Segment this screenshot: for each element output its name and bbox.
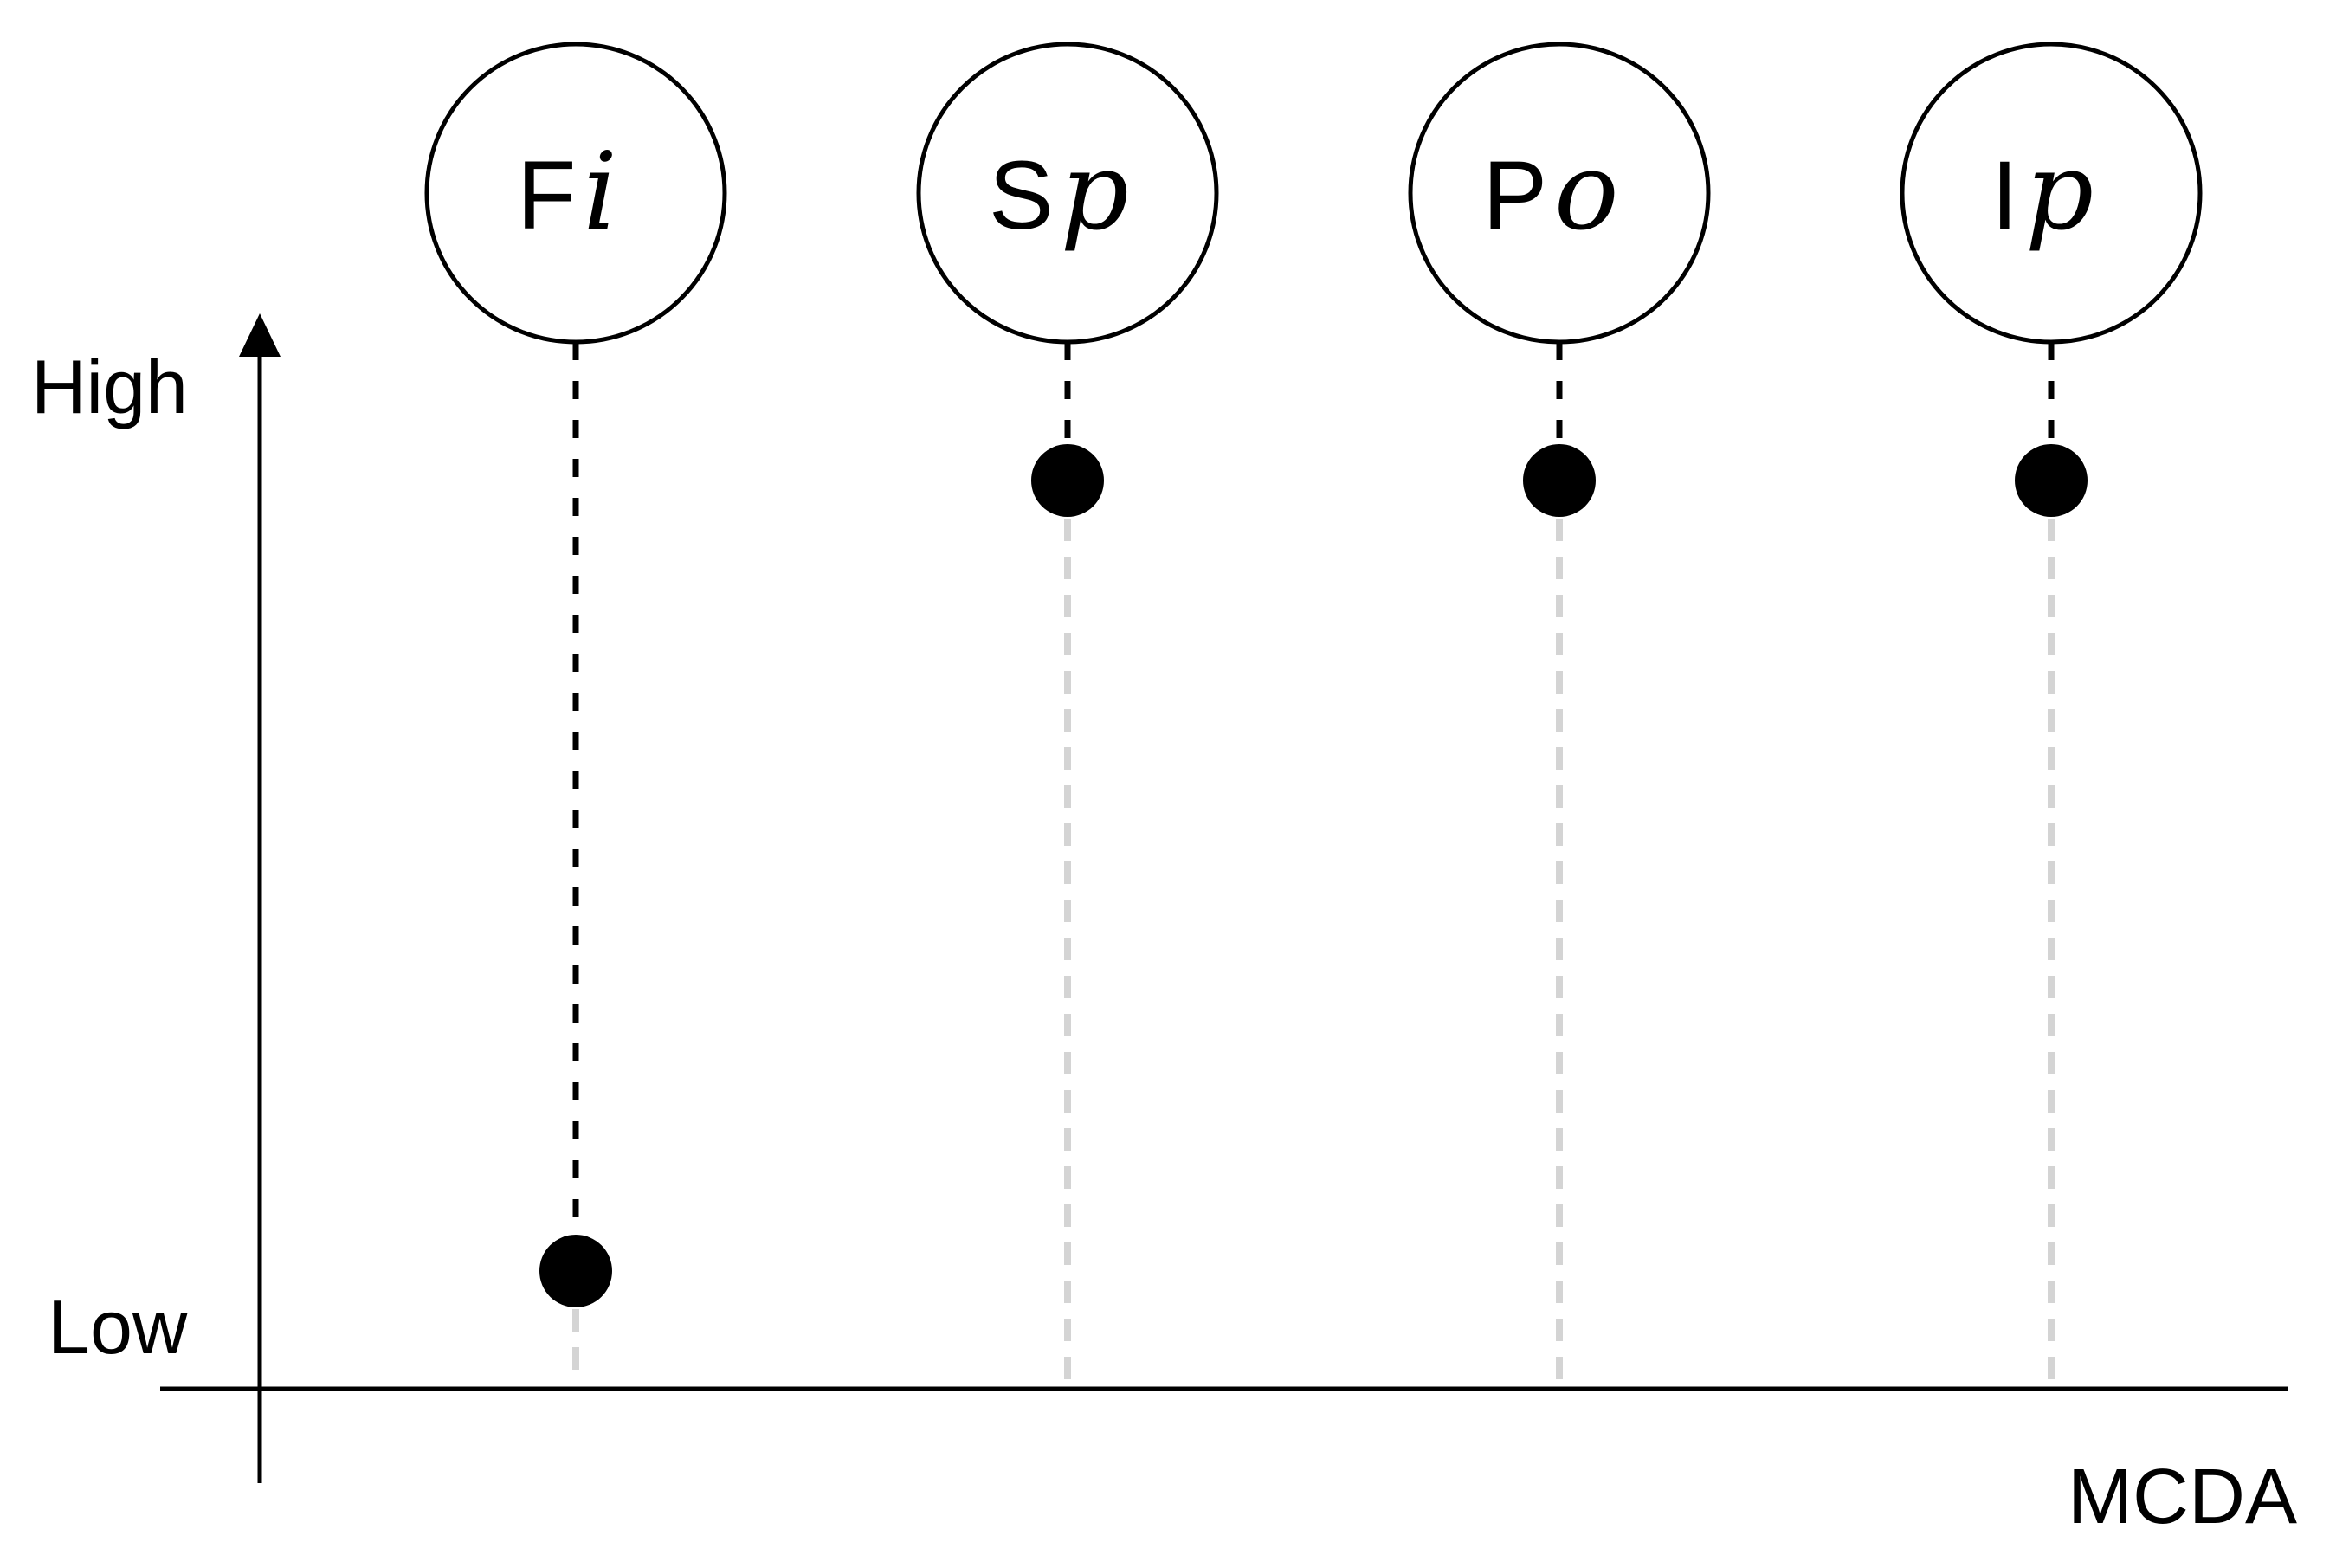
criterion-label-main: S (989, 141, 1054, 249)
x-axis-label: MCDA (2068, 1454, 2297, 1540)
value-dot (1523, 444, 1596, 517)
y-axis (239, 313, 281, 1483)
value-dot (1031, 444, 1104, 517)
y-axis-high-label: High (31, 344, 188, 429)
criterion-node-Po: Po (1408, 42, 1711, 1384)
criterion-node-Ip: Ip (1900, 42, 2203, 1384)
criterion-circle (916, 42, 1219, 345)
criterion-circle (1900, 42, 2203, 345)
criterion-label-main: F (517, 141, 576, 249)
criterion-circle (1408, 42, 1711, 345)
criterion-label-script: p (2025, 130, 2094, 255)
y-axis-low-label: Low (48, 1284, 188, 1370)
criterion-label: Fi (517, 130, 617, 255)
criterion-label: Sp (989, 130, 1129, 255)
criterion-label-main: P (1482, 141, 1547, 249)
criterion-label-script: i (583, 130, 617, 255)
criterion-label-script: o (1554, 130, 1619, 255)
criterion-label: Po (1482, 130, 1618, 255)
y-axis-arrowhead-icon (239, 313, 281, 357)
value-dot (2015, 444, 2088, 517)
criterion-label-main: I (1991, 141, 2018, 249)
criterion-circle (424, 42, 727, 345)
value-dot (539, 1235, 612, 1307)
criterion-node-Fi: Fi (424, 42, 727, 1384)
criterion-node-Sp: Sp (916, 42, 1219, 1384)
nodes-layer: Fi Sp Po Ip (424, 42, 2203, 1384)
criterion-label-script: p (1061, 130, 1129, 255)
criterion-label: Ip (1991, 130, 2094, 255)
